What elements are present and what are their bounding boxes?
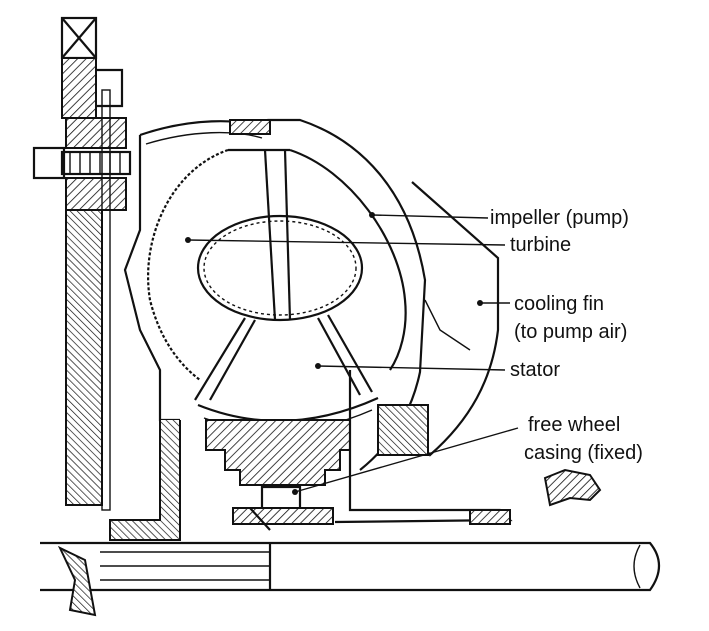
output-shaft [40, 468, 661, 617]
leader-lines [185, 212, 519, 495]
free-wheel-casing [232, 370, 513, 531]
label-stator: stator [510, 359, 561, 381]
cooling-fin [377, 181, 500, 457]
impeller-torus [147, 148, 407, 381]
flywheel-plate [60, 16, 127, 511]
bolt [32, 146, 132, 180]
label-cooling-fin-note: (to pump air) [514, 321, 628, 343]
label-impeller: impeller (pump) [490, 207, 629, 229]
turbine-ring [196, 214, 364, 322]
label-turbine: turbine [510, 234, 572, 256]
label-cooling-fin: cooling fin [514, 293, 605, 315]
label-casing-fixed: casing (fixed) [524, 442, 643, 464]
label-free-wheel: free wheel [528, 414, 621, 436]
stator-hub [205, 419, 351, 486]
